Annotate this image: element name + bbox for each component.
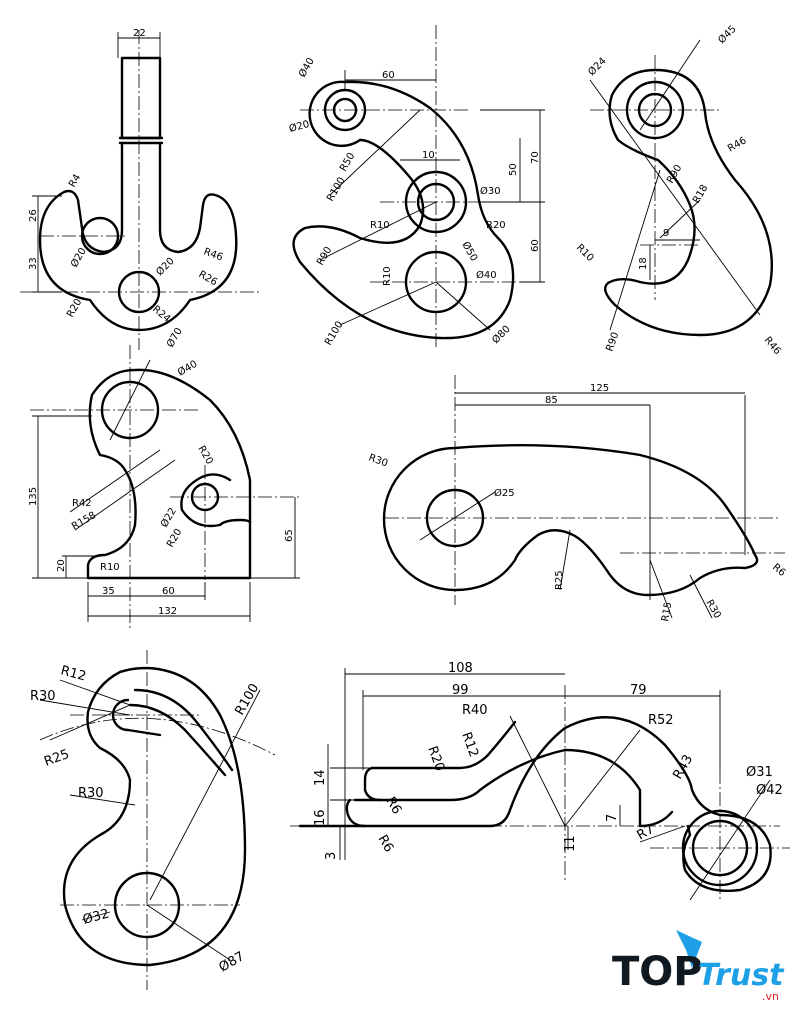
- d6-dim-r25: R25: [42, 747, 71, 770]
- d7-dim-7: 7: [605, 814, 620, 822]
- d4-dim-r10: R10: [100, 562, 120, 573]
- d2-dim-r10-b: R10: [382, 266, 393, 286]
- d1-dim-r20: R20: [65, 297, 84, 320]
- d2-dim-d40: Ø40: [296, 56, 317, 80]
- d4-dim-65: 65: [284, 529, 295, 542]
- d7-dim-11: 11: [563, 835, 578, 852]
- d1-dim-22: 22: [133, 28, 146, 39]
- d2-dim-d80: Ø80: [490, 323, 513, 346]
- d3-dim-r90-top: R90: [665, 163, 684, 186]
- d3-dim-9: 9: [663, 228, 669, 239]
- d4-dim-20: 20: [56, 559, 67, 572]
- d6-dim-d32: Ø32: [81, 906, 111, 927]
- d2-dim-r20: R20: [486, 220, 506, 231]
- d2-dim-d20: Ø20: [288, 118, 311, 135]
- d4-dim-r20-bottom: R20: [165, 527, 184, 550]
- logo-trust-text: Trust: [698, 958, 785, 993]
- d7-dim-r40: R40: [462, 703, 488, 718]
- drawing-4-bracket: [30, 345, 300, 630]
- d2-dim-d40-lower: Ø40: [476, 269, 497, 281]
- d7-dim-d42: Ø42: [756, 783, 783, 798]
- d4-dim-132: 132: [158, 606, 177, 617]
- d4-dim-r158: R158: [70, 510, 98, 533]
- logo-top-text: TOP: [612, 949, 703, 995]
- d4-dim-d70: Ø70: [164, 326, 185, 350]
- d5-dim-125: 125: [590, 383, 609, 394]
- d2-dim-10: 10: [422, 150, 435, 161]
- d1-dim-d20-left: Ø20: [68, 246, 89, 270]
- d6-dim-r30-top: R30: [30, 689, 56, 704]
- d3-dim-d45: Ø45: [716, 23, 739, 46]
- d6-dim-d87: Ø87: [217, 949, 248, 975]
- d7-dim-r6-b: R6: [375, 833, 397, 855]
- d4-dim-35: 35: [102, 586, 115, 597]
- d2-dim-r10-a: R10: [370, 220, 390, 231]
- d7-dim-r6-a: R6: [383, 795, 405, 817]
- d5-dim-r30: R30: [367, 452, 389, 469]
- d2-dim-d30: Ø30: [480, 185, 501, 197]
- d1-dim-r26: R26: [197, 269, 220, 288]
- d2-dim-50: 50: [508, 163, 519, 176]
- d5-dim-r25: R25: [554, 570, 565, 590]
- drawing-6-curved-link: [39, 650, 276, 990]
- d2-dim-60-vert: 60: [530, 239, 541, 252]
- d7-dim-d31: Ø31: [746, 765, 773, 780]
- d6-dim-r12: R12: [59, 663, 88, 684]
- d4-dim-d40: Ø40: [176, 358, 200, 379]
- d2-dim-r100-bottom: R100: [323, 319, 346, 347]
- d1-dim-r4: R4: [67, 172, 83, 189]
- logo-vn-text: .vn: [762, 990, 779, 1003]
- d7-dim-r7: R7: [635, 822, 657, 844]
- d7-dim-14: 14: [313, 769, 328, 786]
- d2-dim-70: 70: [530, 151, 541, 164]
- d3-dim-r90-bottom: R90: [604, 331, 621, 353]
- d4-dim-d22: Ø22: [158, 506, 179, 530]
- drawing-2-cam-plate: [292, 25, 545, 350]
- d5-dim-r15: R15: [660, 601, 674, 622]
- d6-dim-r30-mid: R30: [78, 786, 104, 801]
- d3-dim-r18: R18: [691, 183, 710, 206]
- d3-dim-18: 18: [638, 257, 649, 270]
- d4-dim-r42: R42: [72, 498, 92, 509]
- logo-arrow-icon: [676, 930, 702, 968]
- d1-dim-33: 33: [28, 257, 39, 270]
- d7-dim-3: 3: [324, 852, 339, 860]
- d4-dim-r20-top: R20: [195, 444, 214, 467]
- d4-dim-135: 135: [28, 487, 39, 506]
- d7-dim-79: 79: [630, 683, 647, 698]
- d4-dim-60: 60: [162, 586, 175, 597]
- d5-dim-r30-b: R30: [703, 598, 722, 621]
- d5-dim-d25: Ø25: [494, 487, 515, 499]
- d7-dim-108: 108: [448, 661, 473, 676]
- d1-dim-26: 26: [28, 209, 39, 222]
- d1-dim-d20-bottom: Ø20: [154, 255, 177, 278]
- drawing-3-hook: [589, 39, 774, 337]
- toptrust-logo: TOP Trust .vn: [612, 930, 785, 1003]
- d5-dim-r6: R6: [770, 562, 787, 579]
- d1-dim-r46: R46: [202, 246, 224, 263]
- d3-dim-d24: Ø24: [586, 55, 609, 78]
- d6-dim-r100: R100: [232, 681, 262, 718]
- d3-dim-r10: R10: [574, 242, 596, 264]
- drawing-5-lever-arm: [382, 375, 785, 619]
- d2-dim-d50: Ø50: [459, 240, 480, 264]
- d7-dim-r12: R12: [458, 730, 481, 759]
- d2-dim-r50: R50: [338, 151, 357, 174]
- d7-dim-16: 16: [313, 809, 328, 826]
- d3-dim-r46-top: R46: [726, 135, 749, 154]
- d2-dim-60: 60: [382, 70, 395, 81]
- d3-dim-r46-bottom: R46: [762, 335, 783, 357]
- d5-dim-85: 85: [545, 395, 558, 406]
- drawing-7-arm-with-eye: [290, 668, 790, 901]
- drawing-1-hook-shaft: [20, 30, 262, 350]
- d7-dim-r52: R52: [648, 713, 674, 728]
- d7-dim-99: 99: [452, 683, 469, 698]
- d2-dim-r90: R90: [315, 245, 334, 268]
- d2-dim-r100-top: R100: [325, 175, 348, 203]
